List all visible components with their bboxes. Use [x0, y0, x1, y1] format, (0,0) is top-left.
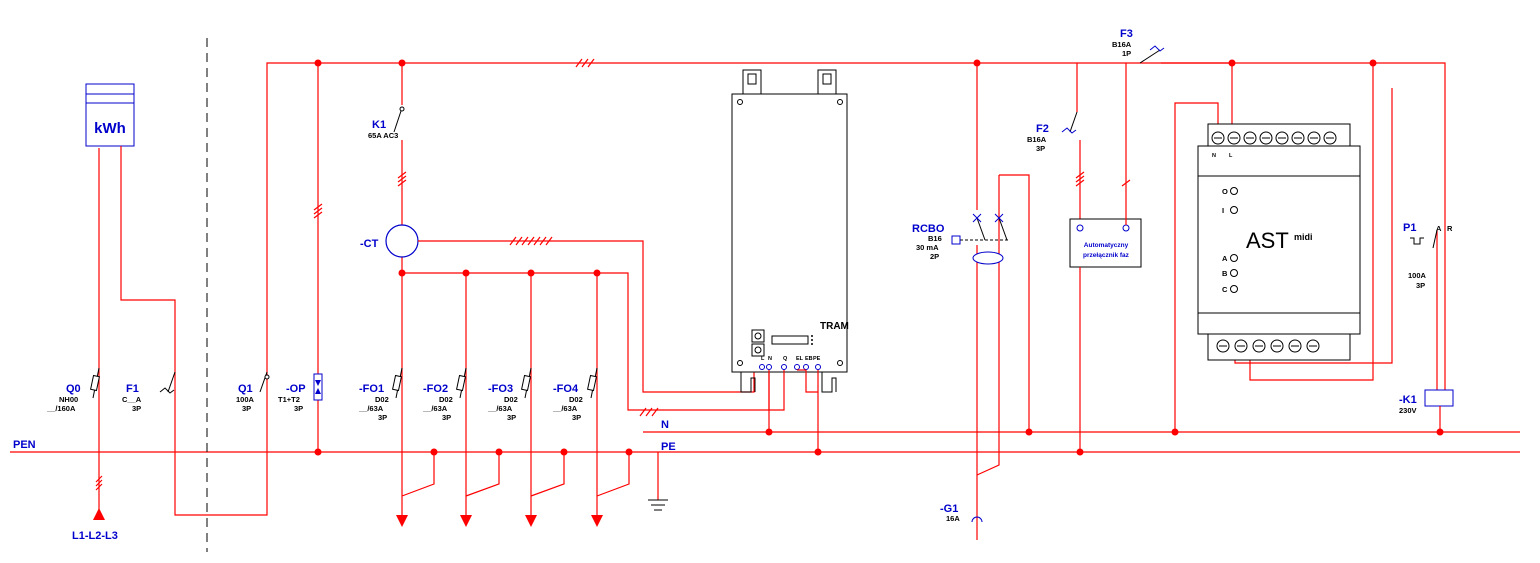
svg-text:__/63A: __/63A	[422, 404, 448, 413]
svg-text:65A AC3: 65A AC3	[368, 131, 398, 140]
k1coil-label: -K1	[1399, 394, 1417, 406]
svg-text:B: B	[1222, 269, 1228, 278]
svg-text:D02: D02	[504, 395, 518, 404]
svg-text:__/63A: __/63A	[552, 404, 578, 413]
svg-text:3P: 3P	[378, 413, 387, 422]
junction-dots	[314, 59, 1444, 456]
main-section: Q1 100A 3P -OP T1+T2 3P	[236, 58, 1446, 452]
q0-label: Q0	[66, 383, 81, 395]
fo2-label: -FO2	[423, 383, 448, 395]
svg-text:100A: 100A	[236, 395, 255, 404]
supply-arrow	[93, 508, 105, 520]
op-label: -OP	[286, 383, 306, 395]
rcd-toroid	[972, 251, 1004, 265]
svg-text:__/63A: __/63A	[487, 404, 513, 413]
svg-text:3P: 3P	[572, 413, 581, 422]
f1-label: F1	[126, 383, 139, 395]
rcbo-section: RCBO B16 30 mA 2P -G1 16A	[912, 63, 1030, 540]
f2-label: F2	[1036, 123, 1049, 135]
svg-text:3P: 3P	[1416, 281, 1425, 290]
supply-label: L1-L2-L3	[72, 530, 118, 542]
svg-text:L: L	[761, 356, 765, 362]
socket-icon	[971, 516, 983, 523]
g1-label: -G1	[940, 503, 958, 515]
svg-text:EL: EL	[796, 356, 804, 362]
svg-text:1P: 1P	[1122, 49, 1131, 58]
svg-text:A: A	[1436, 224, 1442, 233]
svg-text:3P: 3P	[1036, 144, 1045, 153]
svg-text:N: N	[1212, 153, 1216, 159]
surge-protector	[313, 373, 323, 401]
svg-text:T1+T2: T1+T2	[278, 395, 300, 404]
svg-text:A: A	[1222, 254, 1228, 263]
svg-text:3P: 3P	[242, 404, 251, 413]
k1-label: K1	[372, 119, 386, 131]
svg-text:C: C	[1222, 285, 1228, 294]
tram-label: TRAM	[820, 321, 849, 332]
busbars: PEN N PE	[10, 419, 1520, 453]
output-section: K1 65A AC3 -CT -FO1 D02 __/63A 3P	[358, 63, 770, 527]
svg-text:Q: Q	[783, 356, 788, 362]
svg-text:3P: 3P	[294, 404, 303, 413]
svg-text:C__A: C__A	[122, 395, 142, 404]
svg-text:przełącznik faz: przełącznik faz	[1083, 252, 1130, 259]
svg-text:R: R	[1447, 224, 1453, 233]
svg-text:N: N	[768, 356, 772, 362]
fo3-label: -FO3	[488, 383, 513, 395]
svg-text:16A: 16A	[946, 514, 960, 523]
svg-text:D02: D02	[569, 395, 583, 404]
svg-text:B16A: B16A	[1112, 40, 1132, 49]
svg-text:100A: 100A	[1408, 271, 1427, 280]
svg-text:2P: 2P	[930, 252, 939, 261]
switcher-section: F2 B16A 3P Automatyczny przełącznik faz …	[1027, 28, 1165, 452]
svg-text:L: L	[1229, 153, 1233, 159]
q1-label: Q1	[238, 383, 253, 395]
ast-brand: AST	[1246, 228, 1289, 253]
svg-text:Automatyczny: Automatyczny	[1084, 242, 1129, 249]
svg-text:EB: EB	[805, 356, 813, 362]
f3-label: F3	[1120, 28, 1133, 40]
svg-text:B16: B16	[928, 234, 942, 243]
svg-text:__/63A: __/63A	[358, 404, 384, 413]
ast-model: midi	[1294, 232, 1313, 242]
current-transformer	[385, 224, 419, 258]
k1-coil	[1424, 389, 1454, 407]
svg-text:3P: 3P	[132, 404, 141, 413]
ast-midi-device: N L O I A B C AST midi	[1174, 63, 1393, 432]
svg-text:230V: 230V	[1399, 406, 1417, 415]
tram-device: TRAM L N Q EL EB PE	[731, 69, 849, 452]
svg-text:3P: 3P	[442, 413, 451, 422]
fo4-label: -FO4	[553, 383, 579, 395]
svg-text:PE: PE	[813, 356, 821, 362]
n-label: N	[661, 419, 669, 431]
supply-section: L1-L2-L3 kWh Q0 NH00 __/160A F1 C__A 3P	[46, 83, 268, 542]
pe-label: PE	[661, 441, 676, 453]
svg-text:O: O	[1222, 187, 1228, 196]
tram-terminals: L N Q EL EB PE	[761, 356, 821, 362]
p1-section: P1 A R 100A 3P -K1 230V	[1399, 222, 1454, 432]
svg-text:B16A: B16A	[1027, 135, 1047, 144]
svg-text:__/160A: __/160A	[46, 404, 76, 413]
svg-text:I: I	[1222, 206, 1224, 215]
fo1-label: -FO1	[359, 383, 384, 395]
svg-text:3P: 3P	[507, 413, 516, 422]
p1-label: P1	[1403, 222, 1416, 234]
svg-text:D02: D02	[375, 395, 389, 404]
ct-label: -CT	[360, 238, 379, 250]
svg-text:D02: D02	[439, 395, 453, 404]
svg-text:30 mA: 30 mA	[916, 243, 939, 252]
pen-label: PEN	[13, 439, 36, 451]
kwh-text: kWh	[94, 120, 126, 137]
rcbo-label: RCBO	[912, 223, 945, 235]
svg-text:NH00: NH00	[59, 395, 78, 404]
